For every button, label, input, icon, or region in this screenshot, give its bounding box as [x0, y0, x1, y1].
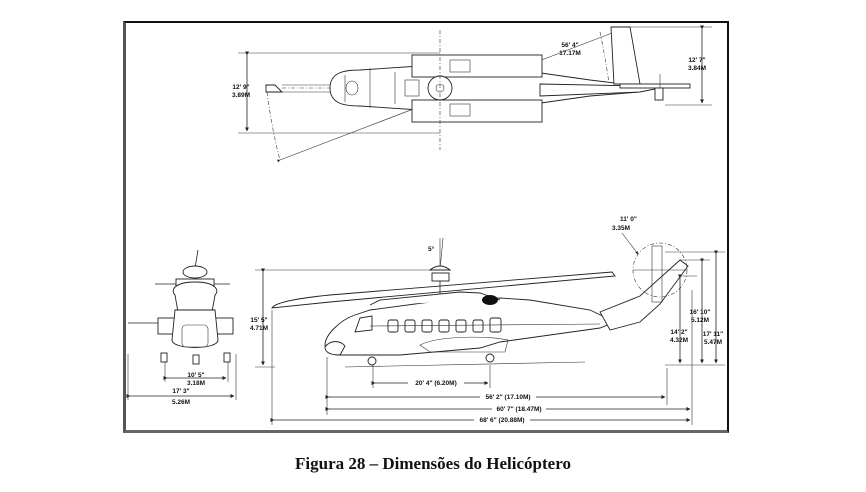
tail-top-height-m: 5.47M: [704, 339, 722, 346]
tail-mid-height-m: 5.12M: [691, 317, 709, 324]
rotor-span-label-m: 3.89M: [232, 92, 250, 99]
tail-rotor-label-m: 3.35M: [612, 225, 630, 232]
front-view: 10' 5" 3.18M 17' 3" 5.26M: [126, 249, 237, 406]
tail-low-height-m: 4.32M: [670, 337, 688, 344]
figure-caption: Figura 28 – Dimensões do Helicóptero: [295, 454, 571, 473]
fuselage-length-label: 56' 2" (17.10M): [485, 394, 530, 401]
overall-width-label-m: 5.26M: [172, 399, 190, 406]
tail-top-height-ft: 17' 11": [703, 331, 724, 338]
length-label: 60' 7" (18.47M): [496, 406, 541, 413]
rotor-span-label-ft: 12' 9": [232, 84, 249, 91]
tail-height-label-m: 3.84M: [688, 65, 706, 72]
cabin-windows: [387, 317, 502, 333]
tail-rotor-label-ft: 11' 0": [620, 216, 637, 223]
tail-height-label-ft: 12' 7": [688, 57, 705, 64]
wheelbase-label: 20' 4" (6.20M): [415, 380, 456, 387]
top-view: 12' 9" 3.89M 56' 4" 17.17M: [232, 25, 712, 163]
tail-low-height-ft: 14' 2": [670, 329, 687, 336]
gear-track-label-ft: 10' 5": [187, 372, 204, 379]
rotor-tilt-label: 5°: [428, 245, 435, 253]
rotor-diameter-label-m: 17.17M: [559, 50, 581, 57]
gear-track-label-m: 3.18M: [187, 380, 205, 387]
overall-length-label: 68' 6" (20.88M): [479, 417, 524, 424]
overall-width-label-ft: 17' 3": [172, 388, 189, 395]
rotor-height-label-ft: 15' 5": [250, 317, 267, 324]
tail-mid-height-ft: 16' 10": [690, 309, 711, 316]
rotor-height-label-m: 4.71M: [250, 325, 268, 332]
rotor-diameter-label-ft: 56' 4": [561, 42, 578, 49]
side-view: 15' 5" 4.71M 5°: [250, 216, 725, 425]
